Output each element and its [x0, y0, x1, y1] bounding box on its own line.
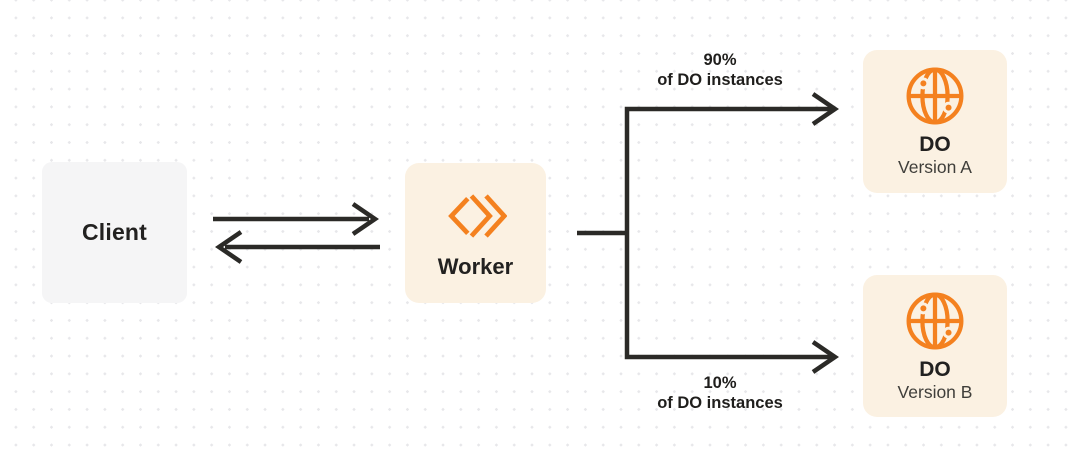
route-b-arrowhead: [811, 340, 839, 374]
durable-object-globe-icon: [904, 290, 966, 352]
route-b-label: 10% of DO instances: [610, 374, 830, 413]
do-a-subtitle: Version A: [898, 157, 972, 177]
route-b-percent: 10%: [703, 374, 737, 392]
do-version-b-node: DO Version B: [863, 275, 1007, 417]
route-b-caption: of DO instances: [657, 393, 783, 412]
worker-to-client-arrowhead: [215, 230, 243, 264]
do-b-subtitle: Version B: [897, 381, 973, 402]
durable-object-globe-icon: [904, 65, 966, 127]
do-a-title: DO: [919, 133, 951, 156]
client-to-worker-arrowhead: [351, 202, 379, 236]
client-label: Client: [81, 219, 148, 245]
worker-label: Worker: [437, 254, 514, 279]
route-a-label: 90% of DO instances: [610, 51, 830, 90]
fork-branch-lines: [624, 106, 831, 360]
client-node: Client: [42, 162, 187, 303]
route-a-caption: of DO instances: [657, 70, 783, 89]
workers-icon: [445, 190, 507, 242]
do-b-title: DO: [919, 357, 951, 381]
route-a-percent: 90%: [703, 51, 737, 69]
do-version-a-node: DO Version A: [863, 50, 1007, 193]
worker-node: Worker: [405, 163, 546, 303]
route-a-arrowhead: [811, 92, 839, 126]
